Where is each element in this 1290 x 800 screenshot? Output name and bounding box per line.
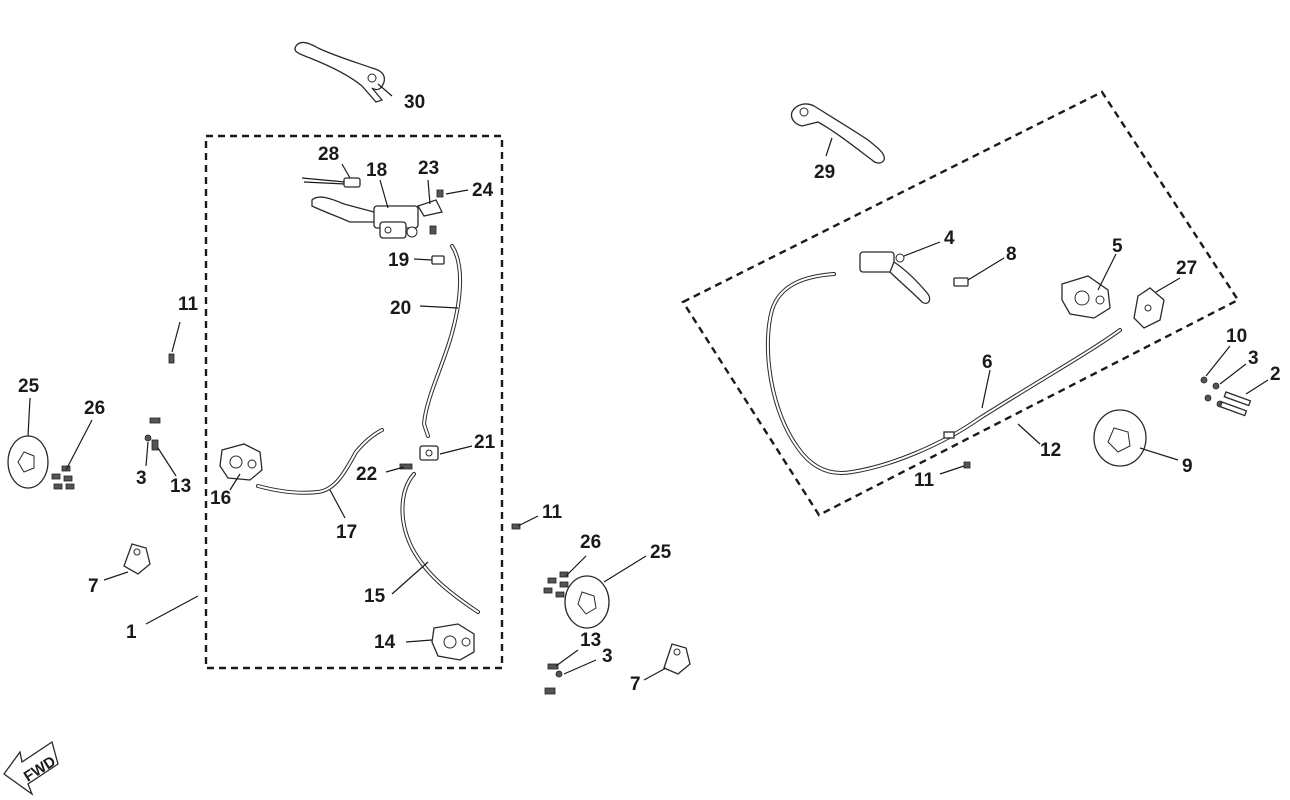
callout-28: 28 xyxy=(318,144,339,165)
callout-15: 15 xyxy=(364,586,386,607)
leader-lines xyxy=(27,83,1269,681)
bolt-22 xyxy=(399,463,413,470)
master-cylinder-18 xyxy=(311,196,419,239)
callout-9: 9 xyxy=(1182,456,1193,477)
bolt-24 xyxy=(436,189,444,198)
callout-16: 16 xyxy=(210,488,231,509)
callout-11-right: 11 xyxy=(914,470,935,491)
brake-pads-27 xyxy=(1133,287,1165,329)
callout-29: 29 xyxy=(814,162,835,183)
callout-17: 17 xyxy=(336,522,357,543)
callout-labels: 30 29 28 18 23 24 19 20 21 22 17 16 15 1… xyxy=(18,92,1281,695)
callout-7-left: 7 xyxy=(88,576,99,597)
callout-26-middle: 26 xyxy=(580,532,601,553)
callout-25-left: 25 xyxy=(18,376,40,397)
callout-26-left: 26 xyxy=(84,398,105,419)
callout-12: 12 xyxy=(1040,440,1061,461)
caliper-16 xyxy=(219,443,263,481)
brake-hose-15 xyxy=(400,472,480,614)
bolts-10-3-2-right xyxy=(1200,376,1252,417)
callout-14: 14 xyxy=(374,632,396,653)
brake-disc-9 xyxy=(1093,409,1147,467)
caliper-bracket-7-left xyxy=(123,543,151,575)
hose-clip-8 xyxy=(953,277,969,287)
callout-19: 19 xyxy=(388,250,409,271)
brake-hose-17 xyxy=(256,428,384,495)
disc-bolts-26-middle xyxy=(543,571,569,598)
master-cylinder-4 xyxy=(859,251,931,304)
callout-25-middle: 25 xyxy=(650,542,672,563)
disc-bolts-26-left xyxy=(51,465,75,490)
rear-brake-group-box xyxy=(681,90,1240,517)
callout-4: 4 xyxy=(944,228,955,249)
callout-7-right: 7 xyxy=(630,674,641,695)
brake-disc-25-left xyxy=(7,435,49,489)
brake-lever-30 xyxy=(294,41,386,103)
caliper-5 xyxy=(1061,275,1111,319)
brake-hose-20 xyxy=(421,244,462,438)
brake-hose-6 xyxy=(765,272,1122,475)
callout-8: 8 xyxy=(1006,244,1017,265)
callout-1: 1 xyxy=(126,622,137,643)
caliper-14 xyxy=(431,623,475,661)
brake-lever-29 xyxy=(790,103,885,164)
callout-11-middle: 11 xyxy=(542,502,563,523)
callout-10: 10 xyxy=(1226,326,1247,347)
callout-22: 22 xyxy=(356,464,377,485)
callout-21: 21 xyxy=(474,432,496,453)
brake-switch-wire-28 xyxy=(301,177,361,188)
callout-23: 23 xyxy=(418,158,439,179)
bolt-11-right xyxy=(963,461,971,469)
hose-clip-19 xyxy=(431,255,445,265)
callout-30: 30 xyxy=(404,92,425,113)
callout-13-middle: 13 xyxy=(580,630,601,651)
callout-2: 2 xyxy=(1270,364,1281,385)
callout-5: 5 xyxy=(1112,236,1123,257)
callout-18: 18 xyxy=(366,160,387,181)
callout-20: 20 xyxy=(390,298,411,319)
brake-disc-25-middle xyxy=(564,575,610,629)
caliper-bracket-7-right xyxy=(663,643,691,675)
callout-3-right: 3 xyxy=(1248,348,1259,369)
callout-24: 24 xyxy=(472,180,494,201)
banjo-bolt xyxy=(429,225,437,235)
callout-27: 27 xyxy=(1176,258,1197,279)
callout-13-left: 13 xyxy=(170,476,191,497)
three-way-joint-21 xyxy=(419,445,439,461)
callout-3-middle: 3 xyxy=(602,646,613,667)
bolt-11-left xyxy=(168,353,175,364)
bolts-3-13-middle xyxy=(544,663,563,695)
forward-direction-arrow: FWD xyxy=(3,740,59,796)
callout-6: 6 xyxy=(982,352,993,373)
callout-11-left: 11 xyxy=(178,294,199,315)
bolt-11-middle xyxy=(511,523,521,530)
callout-3-left: 3 xyxy=(136,468,147,489)
bolts-3-13-left xyxy=(144,417,161,451)
front-brake-group-box xyxy=(204,134,504,670)
